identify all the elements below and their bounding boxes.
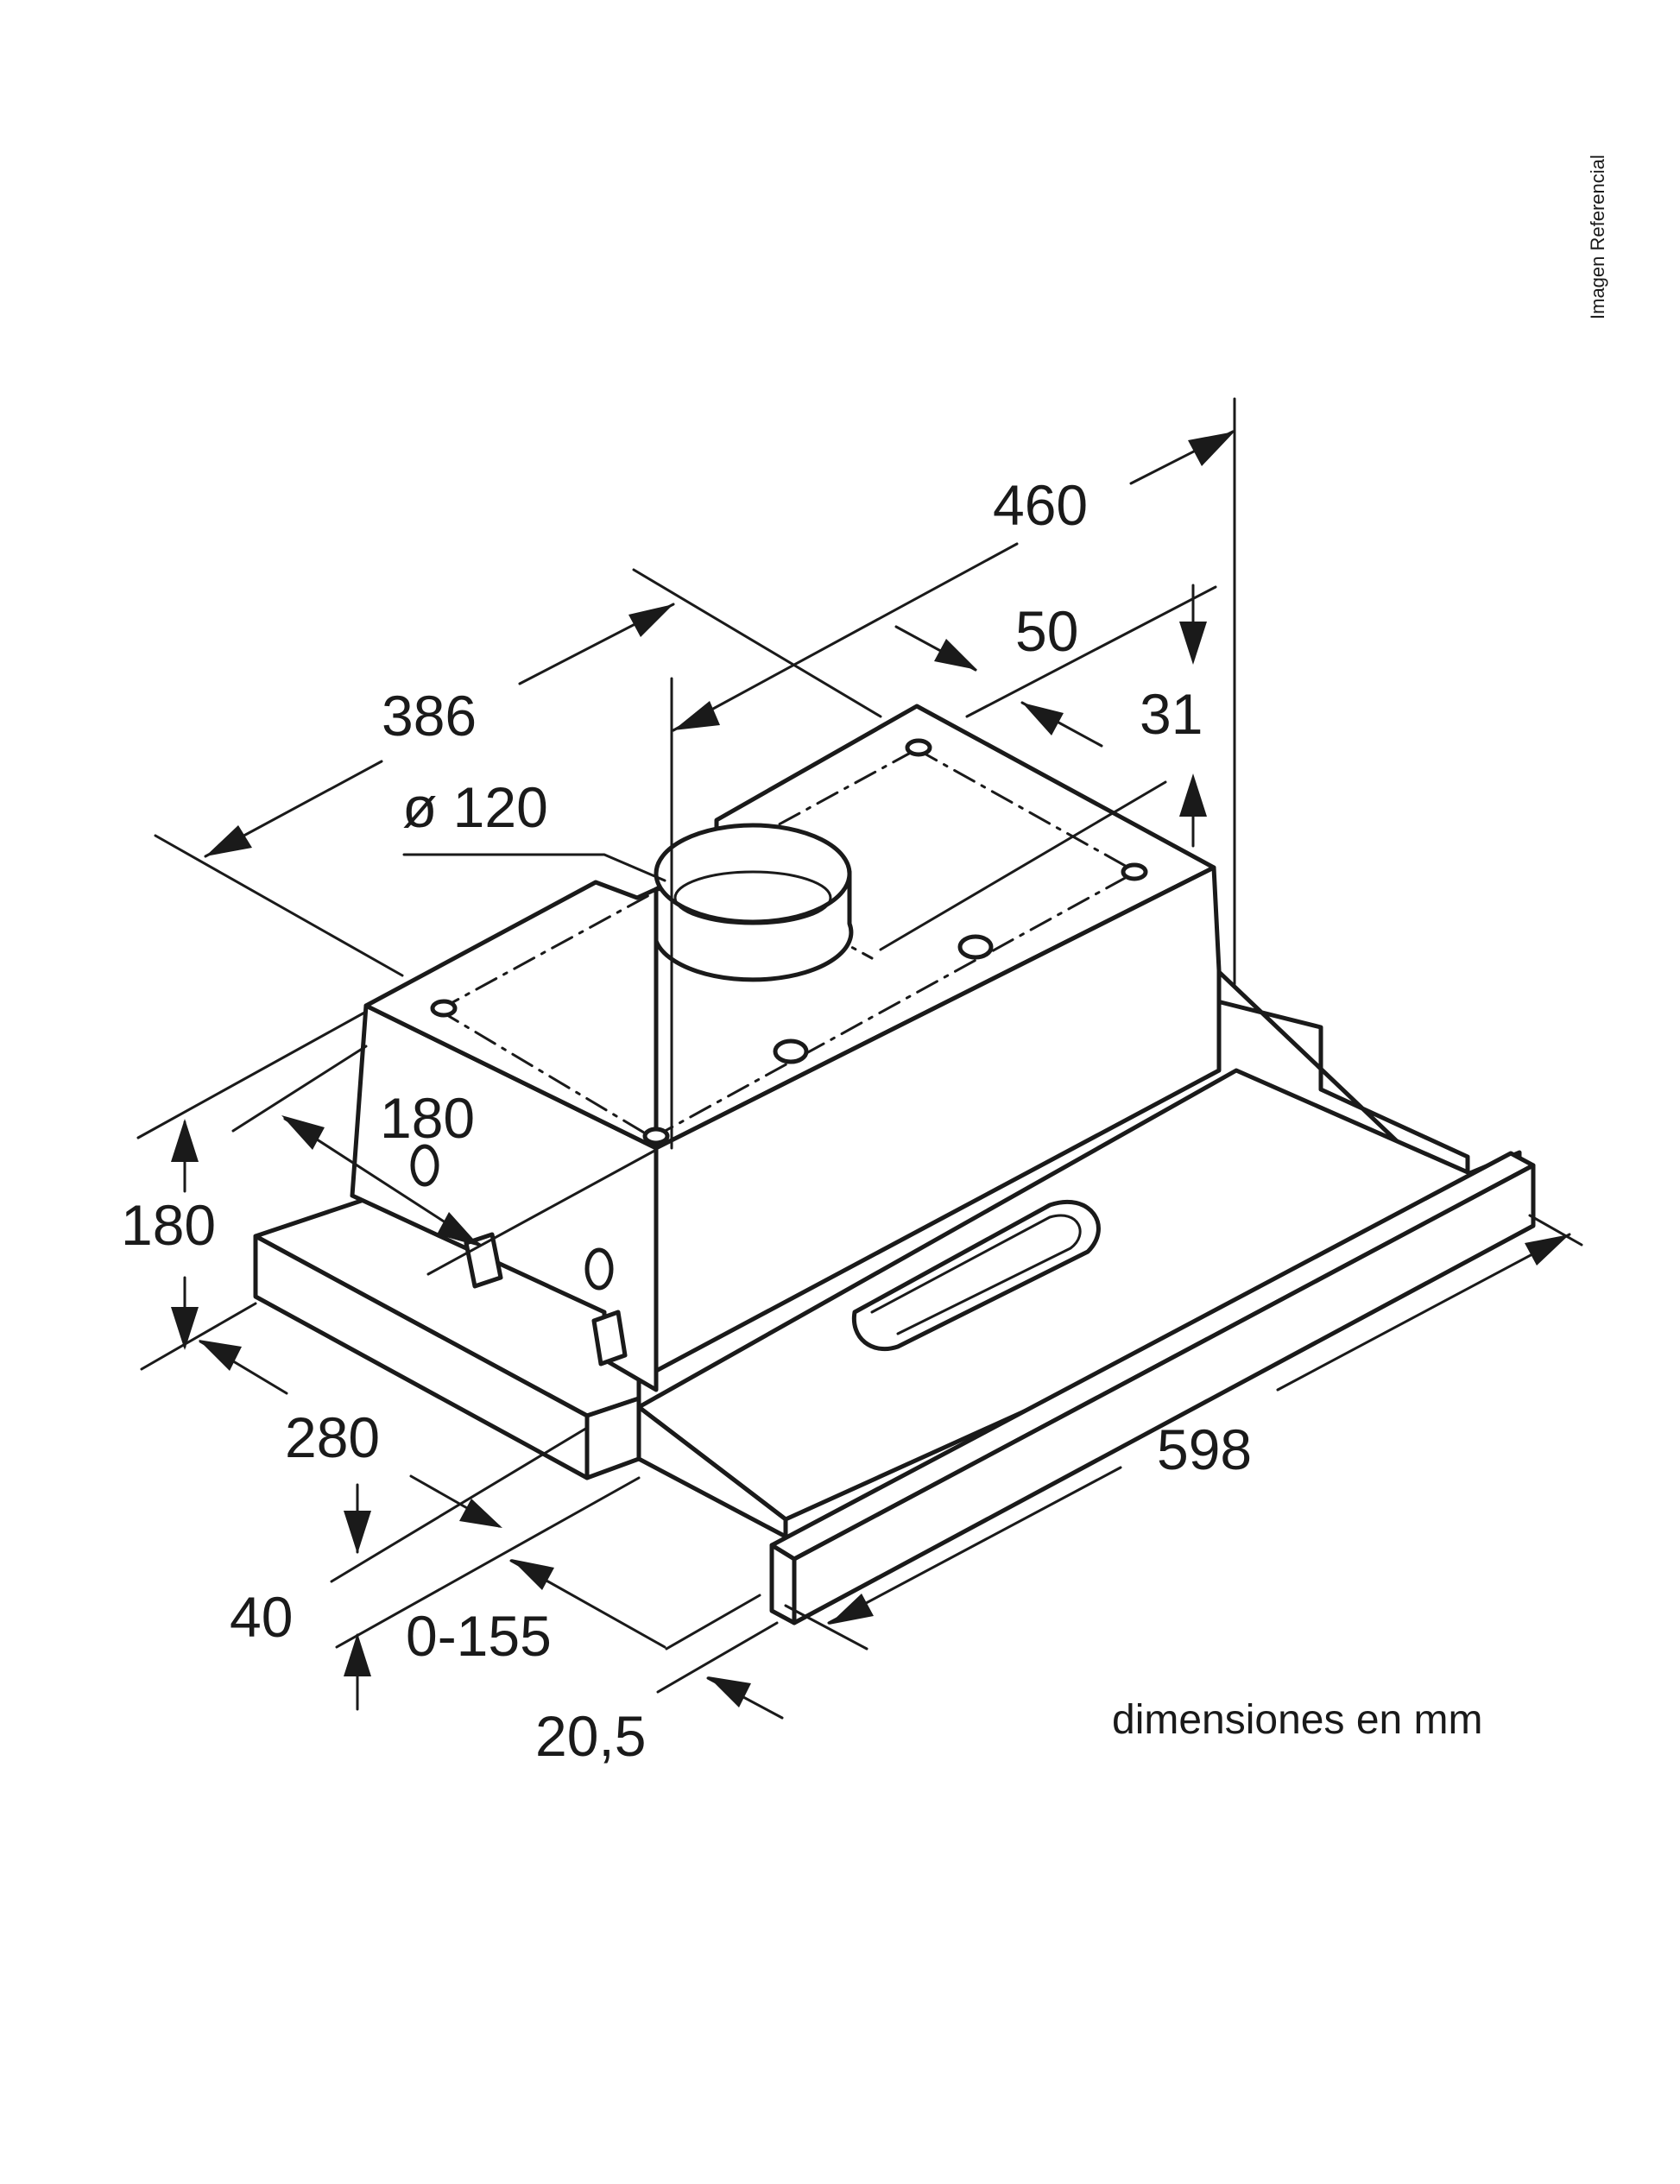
visor-handle-inner: [870, 1214, 1082, 1335]
arrow-50-b: [1022, 703, 1064, 735]
ext-180-h-bottom: [140, 1302, 257, 1371]
ext-180-h-top: [136, 1010, 368, 1139]
hood-body: [253, 704, 1536, 1625]
arrow-460-left: [673, 701, 720, 730]
label-duct-diameter: ø 120: [402, 775, 548, 839]
duct-collar-top: [654, 823, 852, 925]
ext-180-side-a: [231, 1045, 368, 1133]
arrow-280-a: [199, 1340, 242, 1371]
arrow-460-right: [1188, 432, 1235, 466]
side-hole-1: [410, 1144, 439, 1187]
arrow-386-bottom: [205, 825, 252, 856]
motor-box-top: [363, 880, 659, 1151]
dimension-lines: [136, 397, 1583, 1720]
ext-386-top: [632, 568, 882, 718]
ext-598-right: [1528, 1214, 1583, 1247]
ext-50-b: [879, 780, 1167, 951]
label-50: 50: [1015, 599, 1078, 663]
ext-155-b: [665, 1594, 761, 1651]
arrow-31-bottom: [1179, 773, 1207, 817]
arrow-31-top: [1179, 622, 1207, 665]
front-trim-front: [769, 1543, 797, 1625]
reference-label: Imagen Referencial: [1587, 155, 1608, 319]
arrow-180-h-bottom: [171, 1307, 199, 1350]
centerline-top-3: [651, 870, 1138, 1139]
centerline-top-4: [437, 1008, 654, 1139]
label-386: 386: [382, 684, 477, 748]
label-20-5: 20,5: [535, 1704, 646, 1768]
motor-box-front: [654, 865, 1222, 1373]
arrow-180-h-top: [171, 1119, 199, 1162]
bracket-2: [591, 1310, 628, 1367]
dimension-labels: 460 386 50 31 ø 120 180 180 280 598 40 0…: [121, 473, 1483, 1768]
arrow-50-a: [934, 639, 977, 670]
units-note: dimensiones en mm: [1112, 1697, 1483, 1743]
ext-50-a: [965, 585, 1217, 718]
arrow-40-bottom: [344, 1633, 371, 1676]
arrow-155-a: [459, 1499, 502, 1528]
arrow-40-top: [344, 1511, 371, 1554]
arrow-180-side-b: [437, 1212, 480, 1247]
arrow-180-side-a: [281, 1115, 325, 1150]
front-trim-face: [792, 1163, 1536, 1625]
arrow-598-left: [829, 1594, 874, 1625]
dim-598-b: [1276, 1233, 1571, 1392]
arrow-20-5: [708, 1676, 751, 1707]
side-hole-2: [584, 1247, 614, 1291]
label-180-height: 180: [121, 1193, 216, 1257]
ext-180-side-b: [426, 1148, 658, 1276]
leader-120: [402, 853, 666, 882]
duct-collar-inner: [673, 870, 832, 925]
label-0-155: 0-155: [406, 1604, 552, 1668]
ext-40-bottom: [335, 1476, 641, 1649]
arrow-155-b: [511, 1559, 554, 1590]
ext-20-5: [656, 1621, 779, 1694]
mount-hole-4: [642, 1127, 670, 1146]
ext-598-left: [784, 1604, 868, 1651]
vent-hole-2: [957, 934, 994, 960]
label-31: 31: [1140, 682, 1203, 746]
label-180-side: 180: [380, 1086, 475, 1150]
label-40: 40: [230, 1585, 293, 1649]
dim-598-a: [827, 1466, 1122, 1625]
mount-hole-2: [905, 738, 932, 757]
mount-hole-1: [430, 999, 458, 1018]
ext-386-bottom: [154, 834, 404, 977]
vent-hole-1: [773, 1038, 809, 1064]
label-598: 598: [1157, 1417, 1252, 1481]
arrow-386-top: [628, 604, 673, 637]
label-460: 460: [993, 473, 1088, 537]
centerline-top-2: [915, 748, 1138, 874]
visor-handle: [851, 1199, 1101, 1352]
label-280: 280: [285, 1405, 380, 1469]
mount-hole-3: [1121, 862, 1148, 881]
arrow-598-right: [1525, 1234, 1569, 1266]
dim-460-b: [672, 542, 1019, 732]
